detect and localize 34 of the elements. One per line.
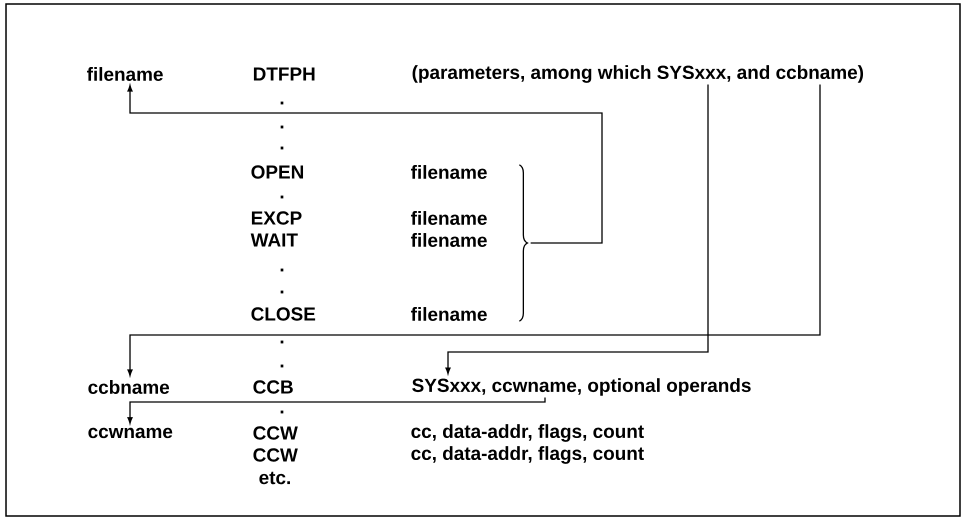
operand-text: SYSxxx, ccwname, optional operands [412, 378, 751, 396]
arrow [127, 397, 546, 424]
ellipsis-dot: . [280, 146, 284, 150]
statement-label: CCW [253, 448, 298, 462]
ellipsis-dot: . [280, 196, 284, 198]
statement-label: CLOSE [251, 307, 316, 321]
ellipsis-dot: . [280, 102, 284, 104]
statement-label: OPEN [251, 165, 304, 179]
ellipsis-dot: . [280, 268, 284, 272]
operand-label: cc, data-addr, flags, count [411, 446, 644, 464]
ellipsis-dot: . [280, 290, 284, 294]
statement-label: etc. [259, 472, 290, 484]
operand-label: filename [410, 211, 487, 225]
statement-label: EXCP [252, 211, 302, 225]
brace [518, 164, 528, 322]
operand-label: filename [410, 165, 487, 179]
statement-label: CCB [253, 380, 293, 394]
ellipsis-dot: . [280, 340, 284, 344]
statement-label: CCW [253, 426, 298, 440]
arrow [127, 84, 603, 244]
arrow [445, 84, 709, 374]
operand-label: filename [410, 233, 487, 247]
variable-name: ccwname [88, 428, 172, 438]
statement-label: DTFPH [254, 68, 314, 80]
ellipsis-dot: . [280, 364, 284, 368]
arrow [127, 84, 821, 376]
operand-label: cc, data-addr, flags, count [411, 424, 644, 442]
ellipsis-dot: . [280, 126, 284, 128]
parameter-text: (parameters, among which SYSxxx, and ccbname) [412, 65, 864, 83]
ellipsis-dot: . [280, 410, 284, 414]
statement-label: WAIT [250, 234, 298, 246]
operand-label: filename [410, 307, 487, 321]
variable-name: ccbname [88, 380, 170, 394]
variable-name: filename [86, 67, 163, 81]
